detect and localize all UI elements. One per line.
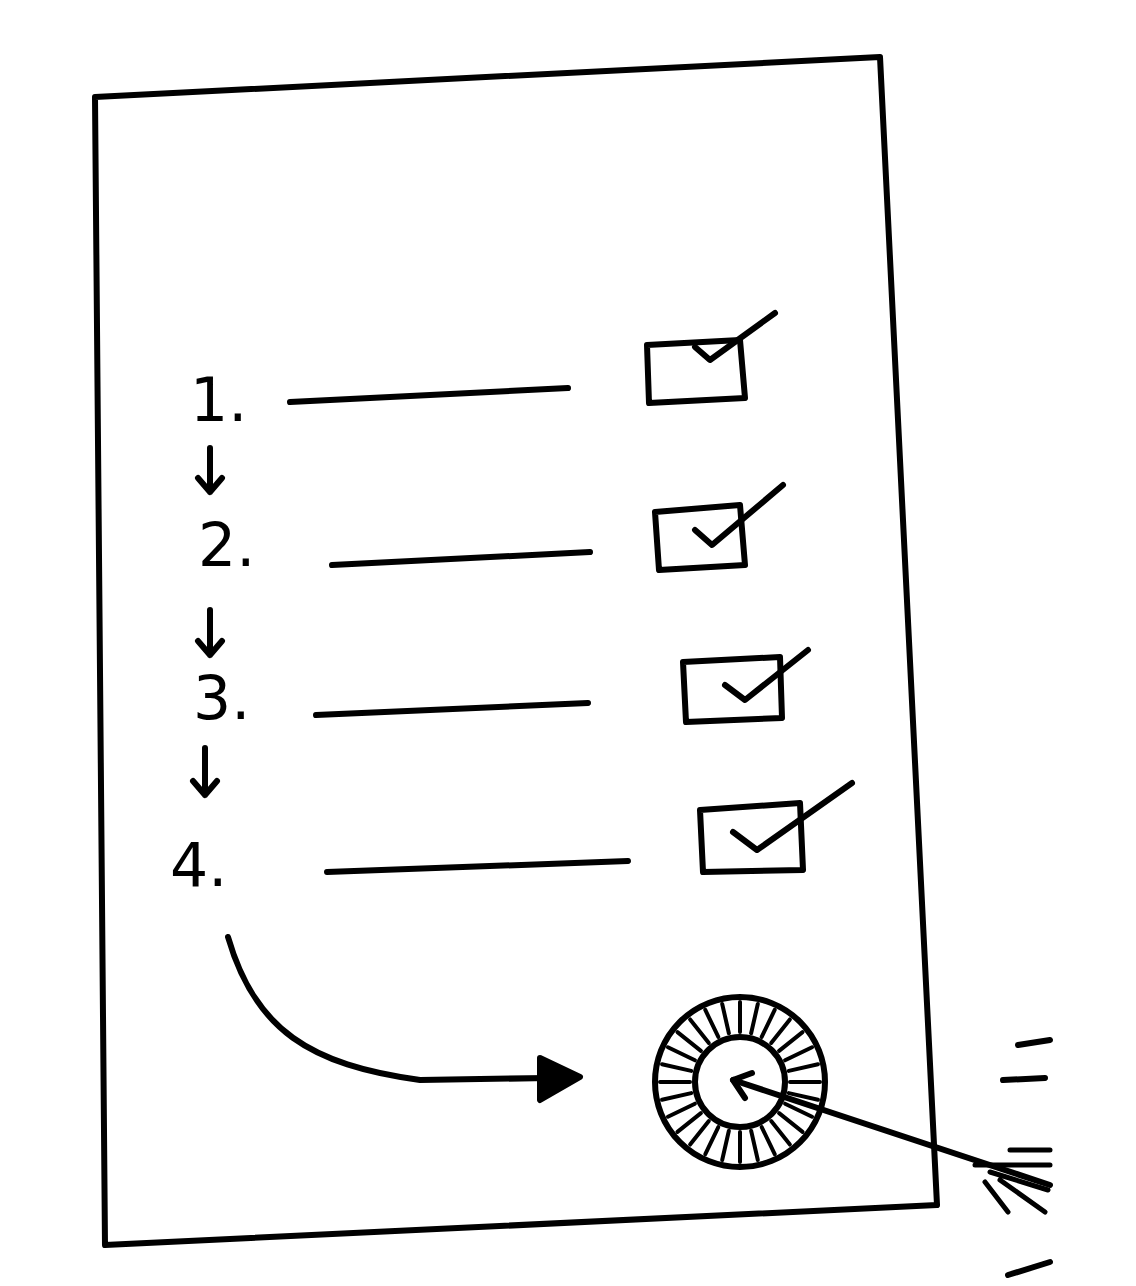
check-mark <box>695 313 775 360</box>
text-line <box>332 552 590 565</box>
check-mark <box>733 783 852 850</box>
target-tick <box>762 1010 775 1037</box>
text-line <box>316 703 588 715</box>
target-tick <box>668 1104 695 1117</box>
text-line <box>290 388 568 402</box>
target-tick <box>705 1010 718 1037</box>
target-tick <box>771 1121 790 1144</box>
target-tick <box>690 1121 709 1144</box>
down-arrow <box>198 448 222 492</box>
target-tick <box>677 1113 700 1132</box>
target-tick <box>705 1127 718 1154</box>
arrow-tip <box>733 1073 752 1098</box>
target-tick <box>785 1047 812 1060</box>
step-number: 3. <box>193 668 250 728</box>
motion-lines <box>1003 1040 1050 1275</box>
curved-arrow <box>228 937 548 1080</box>
step-number: 4. <box>170 835 227 895</box>
target-tick <box>779 1032 802 1051</box>
arrow-shaft <box>733 1080 1050 1185</box>
check-mark <box>695 485 783 545</box>
target-tick <box>662 1064 691 1071</box>
target-tick <box>722 1004 729 1033</box>
target-tick <box>738 1132 742 1162</box>
check-mark <box>725 650 808 700</box>
arrowhead <box>540 1058 580 1100</box>
target-tick <box>790 1080 820 1084</box>
checkbox <box>700 803 803 872</box>
text-line <box>327 861 628 872</box>
target-tick <box>668 1047 695 1060</box>
page-outline <box>95 57 937 1245</box>
target-tick <box>751 1131 758 1160</box>
target-tick <box>722 1131 729 1160</box>
target-tick <box>660 1080 690 1084</box>
target-tick <box>771 1019 790 1042</box>
down-arrow <box>198 610 222 655</box>
target-tick <box>779 1113 802 1132</box>
arrow-fletching <box>975 1150 1050 1212</box>
step-number: 1. <box>190 370 247 430</box>
step-number: 2. <box>198 515 255 575</box>
target-tick <box>690 1019 709 1042</box>
target-tick <box>762 1127 775 1154</box>
down-arrow <box>193 748 217 795</box>
target-tick <box>751 1004 758 1033</box>
target-tick <box>677 1032 700 1051</box>
target-tick <box>789 1064 818 1071</box>
target-tick <box>662 1093 691 1100</box>
target-tick <box>738 1002 742 1032</box>
